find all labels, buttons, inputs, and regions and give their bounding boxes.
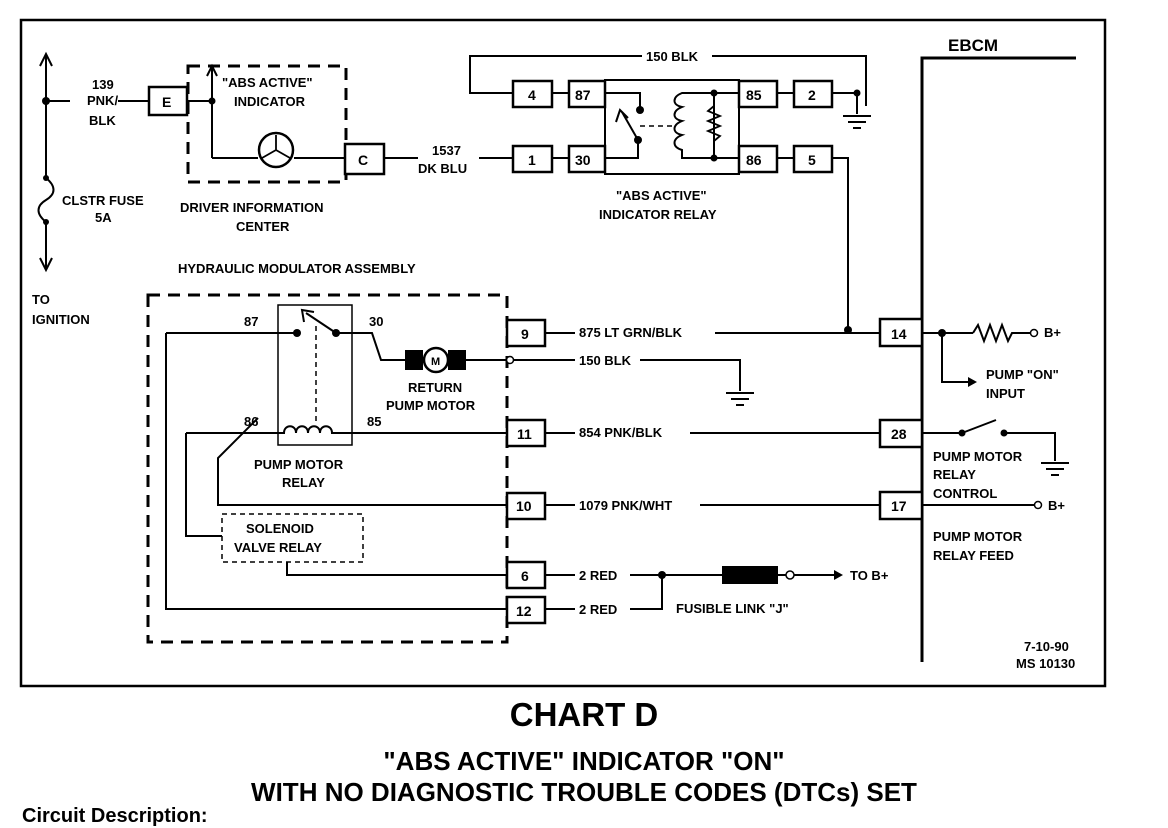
relay-pin-30: 30 (575, 152, 591, 168)
conn-2: 2 (808, 87, 816, 103)
solenoid-caption-2: VALVE RELAY (234, 540, 322, 555)
fuse-symbol (37, 177, 55, 223)
relay-pin-87: 87 (575, 87, 591, 103)
pin-c-box (343, 142, 386, 176)
ebcm-pin-28-box (878, 418, 924, 449)
pin-c: C (358, 152, 368, 168)
to-ignition-2: IGNITION (32, 312, 90, 327)
wire-1079: 1079 PNK/WHT (579, 498, 672, 513)
ignition-feed: CLSTR FUSE 5A TO IGNITION 139 PNK/ BLK (32, 51, 149, 327)
fusible-link-icon (722, 566, 778, 584)
pin-e-box (147, 85, 189, 117)
hma-conn-12-box (505, 595, 547, 625)
ebcm-circuits: 14 28 17 B+ PUMP "ON" INPUT PUMP MOTOR R… (878, 317, 1069, 563)
hma-conn-10-box (505, 491, 547, 521)
solenoid-caption-1: SOLENOID (246, 521, 314, 536)
hma-conn-11: 11 (517, 426, 532, 442)
abs-active-indicator-relay: 150 BLK 4 1 2 5 87 30 85 86 (469, 49, 871, 330)
hma-conn-9-box (505, 318, 547, 348)
relay-caption-1: "ABS ACTIVE" (616, 188, 707, 203)
pmr-caption-2: RELAY (282, 475, 325, 490)
to-ignition-1: TO (32, 292, 50, 307)
dic-caption-1: DRIVER INFORMATION (180, 200, 323, 215)
wire-139-color2: BLK (89, 113, 116, 128)
pmr-pin-87: 87 (244, 314, 258, 329)
wire-139-color1: PNK/ (87, 93, 118, 108)
pmc-caption-1: PUMP MOTOR (933, 449, 1023, 464)
pmr-pin-86: 86 (244, 414, 258, 429)
pmr-caption-1: PUMP MOTOR (254, 457, 344, 472)
circuit-description-heading: Circuit Description: (22, 805, 208, 827)
b-plus-2: B+ (1048, 498, 1065, 513)
hma-title: HYDRAULIC MODULATOR ASSEMBLY (178, 261, 416, 276)
ebcm-pin-28: 28 (891, 426, 907, 442)
wire-1537-color: DK BLU (418, 161, 467, 176)
hma-conn-12: 12 (516, 603, 532, 619)
chart-title: CHART D (509, 696, 659, 733)
hma-conn-6: 6 (521, 568, 529, 584)
wire-854: 854 PNK/BLK (579, 425, 663, 440)
ref-code: MS 10130 (1016, 656, 1075, 671)
wire-1537-num: 1537 (432, 143, 461, 158)
b-plus-1: B+ (1044, 325, 1061, 340)
relay-pin-85: 85 (746, 87, 762, 103)
pmr-pin-30: 30 (369, 314, 383, 329)
fuse-label-2: 5A (95, 210, 112, 225)
wire-2-red-b: 2 RED (579, 602, 617, 617)
to-b-plus: TO B+ (850, 568, 889, 583)
relay-caption-2: INDICATOR RELAY (599, 207, 717, 222)
dic-caption-2: CENTER (236, 219, 290, 234)
pump-on-2: INPUT (986, 386, 1025, 401)
wire-150: 150 BLK (579, 353, 632, 368)
wire-150-top: 150 BLK (646, 49, 699, 64)
pmc-caption-2: RELAY (933, 467, 976, 482)
pmf-caption-2: RELAY FEED (933, 548, 1014, 563)
pmc-caption-3: CONTROL (933, 486, 997, 501)
hma-conn-9: 9 (521, 326, 529, 342)
chart-subtitle-2: WITH NO DIAGNOSTIC TROUBLE CODES (DTCs) … (251, 777, 917, 807)
wire-2-red-a: 2 RED (579, 568, 617, 583)
wiring-diagram: EBCM CLSTR FUSE 5A TO IGNITION 139 PNK/ … (19, 18, 1107, 688)
wire-875: 875 LT GRN/BLK (579, 325, 683, 340)
hma-conn-6-box (505, 560, 547, 590)
ebcm-pin-14: 14 (891, 326, 907, 342)
rpm-caption-2: PUMP MOTOR (386, 398, 476, 413)
chart-subtitle-1: "ABS ACTIVE" INDICATOR "ON" (383, 746, 785, 776)
ref-date: 7-10-90 (1024, 639, 1069, 654)
rpm-caption-1: RETURN (408, 380, 462, 395)
relay-pin-86: 86 (746, 152, 762, 168)
fuse-label-1: CLSTR FUSE (62, 193, 144, 208)
pmr-pin-85: 85 (367, 414, 381, 429)
harness-wiring: 875 LT GRN/BLK 150 BLK 854 PNK/BLK 1079 … (513, 325, 889, 617)
ebcm-label: EBCM (948, 36, 998, 55)
motor-m: M (431, 356, 440, 368)
conn-4: 4 (528, 87, 536, 103)
indicator-label-2: INDICATOR (234, 94, 306, 109)
wire-139-num: 139 (92, 77, 114, 92)
fusible-link-label: FUSIBLE LINK "J" (676, 601, 789, 616)
hma-conn-10: 10 (516, 498, 532, 514)
pin-e: E (162, 94, 171, 110)
diagram-frame (19, 18, 1107, 688)
driver-information-center: E C "ABS ACTIVE" INDICATOR DRIVER INFORM… (147, 63, 513, 234)
ebcm-pin-17: 17 (891, 498, 907, 514)
indicator-label-1: "ABS ACTIVE" (222, 75, 313, 90)
hydraulic-modulator-assembly: HYDRAULIC MODULATOR ASSEMBLY 87 30 86 85… (146, 261, 547, 644)
ebcm-module: EBCM (920, 36, 1076, 662)
conn-5: 5 (808, 152, 816, 168)
ebcm-pin-14-box (878, 317, 924, 348)
pump-on-1: PUMP "ON" (986, 367, 1059, 382)
pmf-caption-1: PUMP MOTOR (933, 529, 1023, 544)
conn-1: 1 (528, 152, 536, 168)
